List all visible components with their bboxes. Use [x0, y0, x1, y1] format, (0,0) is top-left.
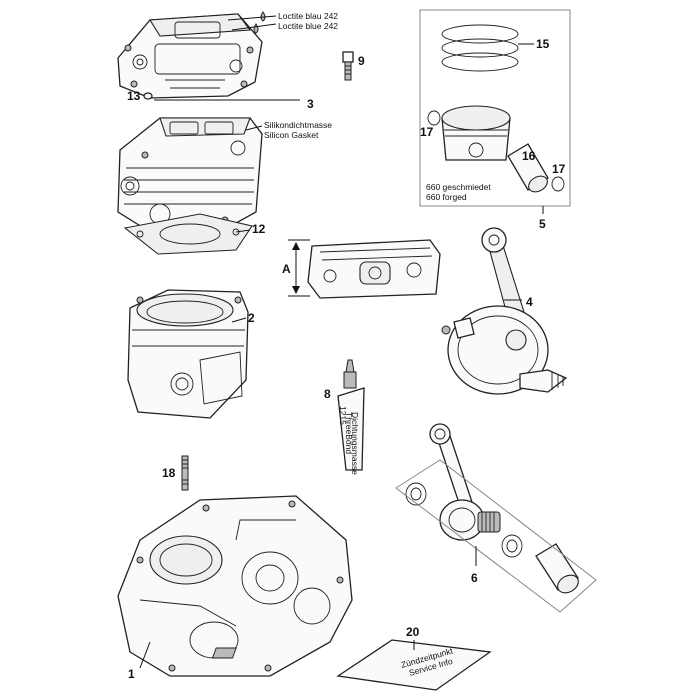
- loctite-drop-icon: [260, 11, 266, 22]
- tube-brand: ThreeBond: [344, 412, 354, 454]
- callout-4: 4: [526, 295, 533, 309]
- callout-18: 18: [162, 466, 176, 480]
- piston-kit-frame: [419, 9, 571, 207]
- spark-plug: [342, 51, 354, 81]
- service-manual: Zündzeitpunkt Service Info: [211, 639, 492, 691]
- loctite-note-en: Loctite blue 242: [278, 21, 338, 31]
- cylinder-head-cover: [117, 13, 263, 99]
- head-gasket: [123, 213, 253, 255]
- silicon-note-en: Silicon Gasket: [264, 130, 319, 140]
- sealing-compound-tube: ThreeBond Dichtungsmasse 1215: [337, 359, 365, 475]
- crankshaft: [441, 227, 568, 395]
- callout-17-top: 17: [420, 125, 434, 139]
- silicon-note-de: Silikondichtmasse: [264, 120, 332, 130]
- callout-12: 12: [252, 222, 266, 236]
- cylinder-head: [117, 117, 263, 233]
- loctite-note-de: Loctite blau 242: [278, 11, 338, 21]
- stud-bolt: [181, 455, 189, 491]
- dimension-a-label: A: [282, 262, 291, 276]
- circlip-top: [427, 110, 441, 126]
- head-section-detail: [307, 239, 441, 299]
- loctite-drop-icon: [253, 23, 259, 34]
- conrod-kit-frame: [395, 459, 597, 613]
- callout-3: 3: [307, 97, 314, 111]
- callout-15: 15: [536, 37, 550, 51]
- callout-20: 20: [406, 625, 420, 639]
- connecting-rod-kit: [405, 423, 579, 594]
- callout-16: 16: [522, 149, 536, 163]
- piston: [441, 105, 511, 161]
- callout-9: 9: [358, 54, 365, 68]
- cylinder: [127, 289, 249, 419]
- piston-pin: [507, 143, 549, 193]
- callout-2: 2: [248, 311, 255, 325]
- callout-5: 5: [539, 217, 546, 231]
- tube-code: 1215: [338, 406, 348, 425]
- piston-rings: [441, 24, 519, 72]
- forged-note-de: 660 geschmiedet: [426, 182, 491, 192]
- callout-8: 8: [324, 387, 331, 401]
- callout-6: 6: [471, 571, 478, 585]
- crankcase: [117, 495, 353, 677]
- forged-note-en: 660 forged: [426, 192, 467, 202]
- callout-17-right: 17: [552, 162, 566, 176]
- circlip-bottom: [551, 176, 565, 192]
- plug-screw: [143, 92, 153, 100]
- callout-13: 13: [127, 89, 141, 103]
- callout-1: 1: [128, 667, 135, 681]
- tube-line1: Dichtungsmasse: [350, 412, 360, 475]
- dimension-a-marker: [288, 239, 310, 297]
